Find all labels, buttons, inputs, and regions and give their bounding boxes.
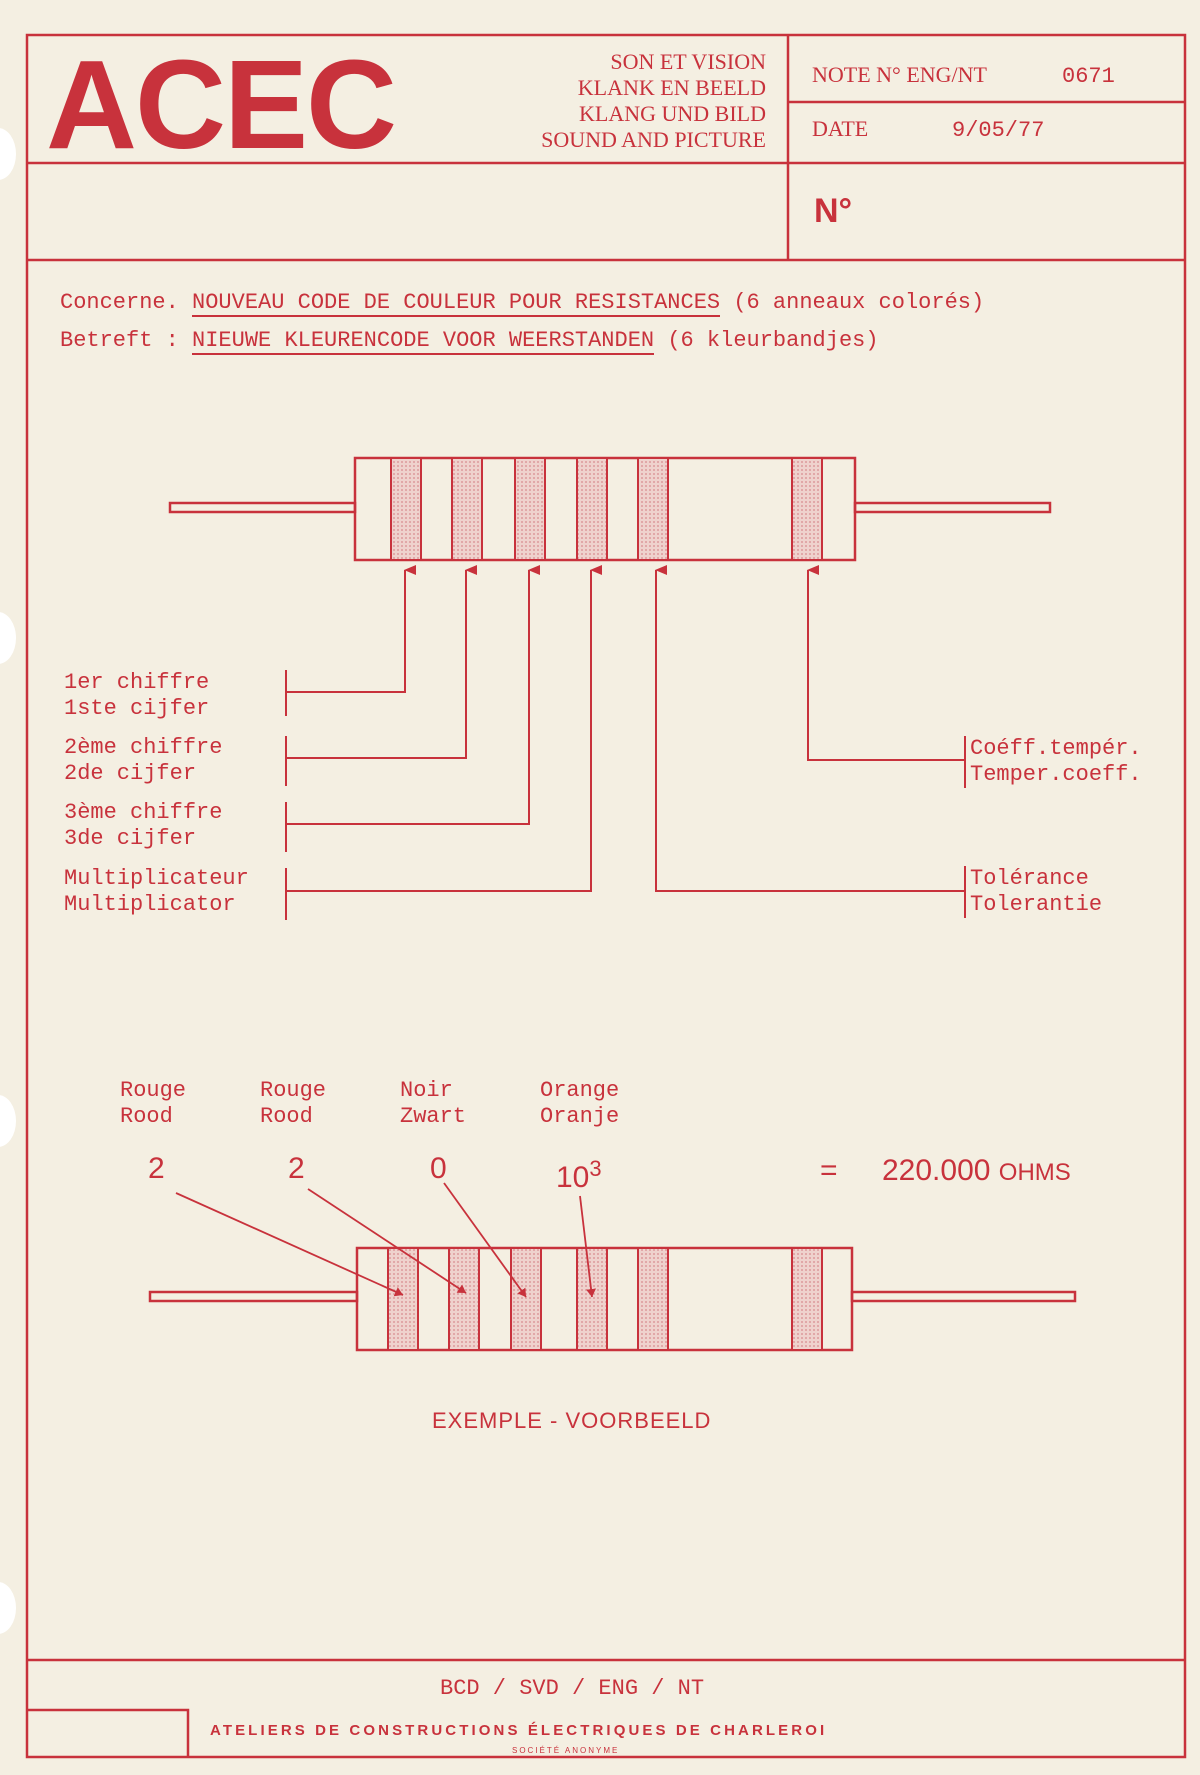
acec-logo: ACEC bbox=[46, 34, 397, 175]
example-band-multiplier bbox=[576, 1247, 608, 1351]
date-label: DATE bbox=[812, 116, 869, 141]
example-band-temp-coeff bbox=[791, 1247, 823, 1351]
label-tolerance-fr: Tolérance bbox=[970, 866, 1089, 891]
tagline-line: SOUND AND PICTURE bbox=[541, 127, 766, 152]
label-first-digit-fr: 1er chiffre bbox=[64, 670, 210, 695]
result-unit: OHMS bbox=[998, 1159, 1071, 1186]
example-band-1 bbox=[387, 1247, 419, 1351]
footer-code: BCD / SVD / ENG / NT bbox=[440, 1676, 705, 1701]
band-multiplier bbox=[576, 457, 608, 561]
band-tolerance bbox=[637, 457, 669, 561]
example-color-2-nl: Rood bbox=[260, 1104, 313, 1129]
example-band-2 bbox=[448, 1247, 480, 1351]
label-multiplier-nl: Multiplicator bbox=[64, 892, 236, 917]
binder-hole bbox=[0, 612, 16, 664]
subject-nl: Betreft : NIEUWE KLEURENCODE VOOR WEERST… bbox=[60, 328, 879, 355]
reference-number-label: N° bbox=[814, 192, 853, 230]
label-temp-coeff-nl: Temper.coeff. bbox=[970, 762, 1142, 787]
example-color-2-fr: Rouge bbox=[260, 1078, 327, 1103]
legal-form: SOCIÉTÉ ANONYME bbox=[512, 1746, 620, 1755]
equals-sign: = bbox=[820, 1154, 838, 1187]
example-digit-2: 2 bbox=[288, 1152, 305, 1185]
label-second-digit-nl: 2de cijfer bbox=[64, 761, 197, 786]
company-name: ATELIERS DE CONSTRUCTIONS ÉLECTRIQUES DE… bbox=[210, 1722, 828, 1739]
band-temp-coeff bbox=[791, 457, 823, 561]
example-band-3 bbox=[510, 1247, 542, 1351]
subject-fr-suffix: (6 anneaux colorés) bbox=[733, 290, 985, 315]
subject-fr-prefix: Concerne. bbox=[60, 290, 179, 315]
label-third-digit-fr: 3ème chiffre bbox=[64, 800, 223, 825]
page-frame bbox=[25, 33, 1187, 1759]
label-multiplier-fr: Multiplicateur bbox=[64, 866, 249, 891]
tagline-line: KLANK EN BEELD bbox=[577, 75, 766, 100]
band-3 bbox=[514, 457, 546, 561]
note-label: NOTE N° ENG/NT bbox=[812, 62, 987, 87]
label-tolerance-nl: Tolerantie bbox=[970, 892, 1103, 917]
binder-hole bbox=[0, 1582, 16, 1634]
label-third-digit-nl: 3de cijfer bbox=[64, 826, 197, 851]
binder-hole bbox=[0, 128, 16, 180]
example-result: 220.000 OHMS bbox=[882, 1154, 1071, 1190]
example-digit-3: 0 bbox=[430, 1152, 447, 1185]
multiplier-base: 10 bbox=[556, 1161, 590, 1194]
example-color-1-nl: Rood bbox=[120, 1104, 173, 1129]
tagline-line: KLANG UND BILD bbox=[579, 101, 766, 126]
label-temp-coeff-fr: Coéff.tempér. bbox=[970, 736, 1142, 761]
date-value: 9/05/77 bbox=[952, 118, 1045, 143]
result-value: 220.000 bbox=[882, 1154, 991, 1187]
example-caption: EXEMPLE - VOORBEELD bbox=[432, 1408, 712, 1433]
note-number: 0671 bbox=[1062, 64, 1115, 89]
label-second-digit-fr: 2ème chiffre bbox=[64, 735, 223, 760]
tagline-line: SON ET VISION bbox=[610, 49, 766, 74]
subject-fr: Concerne. NOUVEAU CODE DE COULEUR POUR R… bbox=[60, 290, 985, 317]
band-1 bbox=[390, 457, 422, 561]
subject-nl-suffix: (6 kleurbandjes) bbox=[667, 328, 879, 353]
example-color-3-fr: Noir bbox=[400, 1078, 453, 1103]
tagline: SON ET VISION KLANK EN BEELD KLANG UND B… bbox=[480, 49, 766, 159]
binder-hole bbox=[0, 1095, 16, 1147]
resistor-diagram bbox=[168, 456, 1052, 920]
example-color-1-fr: Rouge bbox=[120, 1078, 187, 1103]
example-color-4-fr: Orange bbox=[540, 1078, 620, 1103]
example-multiplier: 103 bbox=[556, 1152, 602, 1195]
example-digit-1: 2 bbox=[148, 1152, 165, 1185]
multiplier-exponent: 3 bbox=[589, 1156, 602, 1181]
example-resistor bbox=[148, 1182, 1077, 1352]
label-first-digit-nl: 1ste cijfer bbox=[64, 696, 210, 721]
subject-nl-title: NIEUWE KLEURENCODE VOOR WEERSTANDEN bbox=[192, 328, 655, 355]
example-band-tolerance bbox=[637, 1247, 669, 1351]
band-2 bbox=[451, 457, 483, 561]
example-color-3-nl: Zwart bbox=[400, 1104, 467, 1129]
subject-nl-prefix: Betreft : bbox=[60, 328, 179, 353]
subject-fr-title: NOUVEAU CODE DE COULEUR POUR RESISTANCES bbox=[192, 290, 721, 317]
example-color-4-nl: Oranje bbox=[540, 1104, 620, 1129]
